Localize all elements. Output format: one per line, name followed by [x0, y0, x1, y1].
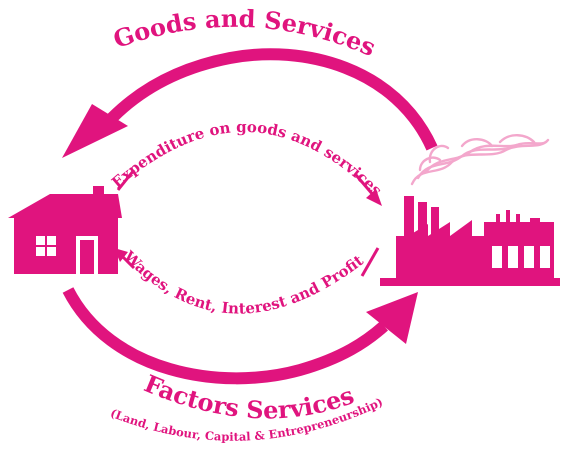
house-icon	[8, 186, 122, 274]
expenditure-flow-arrow	[116, 169, 382, 206]
factor-services-flow-arrow	[62, 287, 418, 385]
wages-rent-interest-profit-label: Wages, Rent, Interest and Profit	[119, 247, 366, 318]
smoke-icon	[410, 134, 550, 186]
expenditure-label: Expenditure on goods and services	[108, 118, 385, 200]
goods-services-flow-arrow	[62, 48, 438, 158]
factory-icon	[380, 134, 560, 286]
